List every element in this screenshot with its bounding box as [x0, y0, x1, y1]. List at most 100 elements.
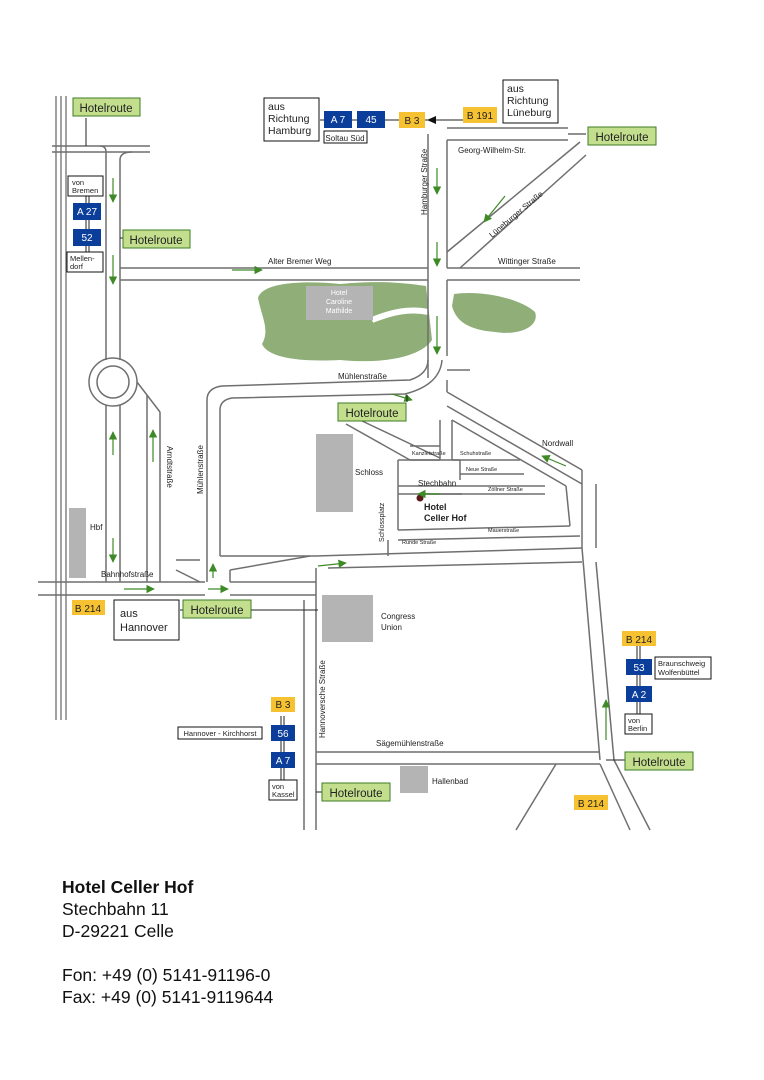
- svg-text:B 214: B 214: [626, 635, 653, 646]
- svg-text:Richtung: Richtung: [507, 95, 549, 107]
- hotel-phone: Fon: +49 (0) 5141-91196-0: [62, 965, 271, 985]
- svg-text:Mathilde: Mathilde: [326, 308, 353, 315]
- svg-text:Bremen: Bremen: [72, 186, 98, 195]
- svg-text:Runde Straße: Runde Straße: [402, 540, 436, 546]
- svg-text:Celler Hof: Celler Hof: [424, 513, 468, 523]
- hotel-fax: Fax: +49 (0) 5141-9119644: [62, 987, 274, 1007]
- svg-text:Hotelroute: Hotelroute: [329, 788, 382, 800]
- exit-53-shield: [626, 659, 652, 675]
- b214-west-shield: [72, 600, 105, 615]
- svg-text:B 191: B 191: [467, 111, 494, 122]
- svg-text:Mellen-: Mellen-: [70, 254, 95, 263]
- svg-text:Hannover - Kirchhorst: Hannover - Kirchhorst: [184, 729, 258, 738]
- hbf-building: [69, 508, 86, 578]
- svg-text:Braunschweig: Braunschweig: [658, 659, 705, 668]
- svg-text:Zöllner Straße: Zöllner Straße: [488, 487, 523, 493]
- svg-text:Hotel: Hotel: [331, 290, 348, 297]
- hotelroute-badge: Hotelroute: [337, 402, 407, 422]
- a2-shield: [626, 686, 652, 702]
- exit-52-shield: [73, 229, 101, 246]
- svg-text:Lüneburg: Lüneburg: [507, 107, 552, 119]
- place-labels: Hotel Caroline Mathilde Schloss Hbf Hote…: [90, 290, 468, 786]
- svg-text:Schloss: Schloss: [355, 468, 383, 477]
- exit-56-shield: [271, 725, 295, 741]
- svg-text:Mauerstraße: Mauerstraße: [488, 528, 519, 534]
- svg-text:Hotelroute: Hotelroute: [129, 235, 182, 247]
- a27-shield: [73, 203, 101, 220]
- svg-text:aus: aus: [507, 83, 524, 95]
- hotel-street: Stechbahn 11: [62, 899, 169, 919]
- b191-shield: [463, 107, 497, 123]
- svg-text:dorf: dorf: [70, 262, 84, 271]
- svg-text:Schlossplatz: Schlossplatz: [379, 502, 386, 542]
- svg-text:Nordwall: Nordwall: [542, 439, 573, 448]
- hallenbad-building: [400, 766, 428, 793]
- svg-text:Hannoversche Straße: Hannoversche Straße: [318, 660, 327, 738]
- svg-text:Hannover: Hannover: [120, 622, 168, 634]
- svg-text:A 7: A 7: [276, 756, 291, 767]
- hotelroute-badge: Hotelroute: [587, 126, 657, 146]
- svg-text:Arndtstraße: Arndtstraße: [165, 446, 174, 488]
- svg-text:Congress: Congress: [381, 612, 415, 621]
- exit-45-shield: [357, 111, 385, 128]
- svg-text:Alter Bremer Weg: Alter Bremer Weg: [268, 257, 331, 266]
- svg-text:Lüneburger Straße: Lüneburger Straße: [488, 189, 546, 239]
- a7-shield: [324, 111, 352, 128]
- svg-text:Georg-Wilhelm-Str.: Georg-Wilhelm-Str.: [458, 146, 526, 155]
- svg-text:Bahnhofstraße: Bahnhofstraße: [101, 570, 154, 579]
- svg-text:56: 56: [277, 729, 289, 740]
- congress-union-building: [322, 595, 373, 642]
- svg-text:A 7: A 7: [331, 115, 346, 126]
- svg-text:Hamburger Straße: Hamburger Straße: [420, 148, 429, 215]
- origin-hannover: aus Hannover: [113, 599, 180, 641]
- svg-text:52: 52: [81, 233, 93, 244]
- svg-text:B 3: B 3: [275, 700, 290, 711]
- hotel-address: Hotel Celler Hof Stechbahn 11 D-29221 Ce…: [62, 876, 273, 1008]
- b214-east-shield: [622, 631, 656, 646]
- hotel-name: Hotel Celler Hof: [62, 877, 194, 897]
- svg-text:B 214: B 214: [75, 604, 102, 615]
- hotelroute-badges: Hotelroute Hotelroute Hotelroute Hotelro…: [72, 97, 694, 802]
- svg-text:Wolfenbüttel: Wolfenbüttel: [658, 668, 700, 677]
- svg-text:Hamburg: Hamburg: [268, 125, 311, 137]
- svg-text:Hotelroute: Hotelroute: [79, 103, 132, 115]
- svg-text:Hotelroute: Hotelroute: [632, 757, 685, 769]
- hotelroute-badge: Hotelroute: [122, 229, 191, 249]
- route-arrows: [108, 168, 611, 740]
- svg-text:von: von: [272, 782, 284, 791]
- schloss-building: [316, 434, 353, 512]
- b3-south-shield: [271, 697, 295, 712]
- hotelroute-badge: Hotelroute: [182, 599, 252, 619]
- railway: [55, 96, 67, 720]
- hotelroute-badge: Hotelroute: [72, 97, 141, 117]
- svg-text:Mühlenstraße: Mühlenstraße: [338, 372, 387, 381]
- hotel-caroline-building: [306, 286, 373, 320]
- origin-lueneburg: aus Richtung Lüneburg: [502, 79, 559, 124]
- svg-text:Mühlenstraße: Mühlenstraße: [196, 445, 205, 494]
- hotel-city: D-29221 Celle: [62, 921, 174, 941]
- svg-text:53: 53: [633, 663, 645, 674]
- svg-text:B 3: B 3: [404, 116, 419, 127]
- svg-text:A 2: A 2: [632, 690, 647, 701]
- svg-text:Caroline: Caroline: [326, 299, 352, 306]
- road-network: [38, 127, 651, 831]
- svg-text:von: von: [628, 716, 640, 725]
- b214-south-shield: [574, 795, 608, 810]
- svg-text:Hallenbad: Hallenbad: [432, 777, 468, 786]
- city-map: Hotelroute Hotelroute Hotelroute Hotelro…: [38, 79, 712, 831]
- svg-text:aus: aus: [120, 608, 138, 620]
- park: [258, 282, 536, 362]
- svg-text:Kassel: Kassel: [272, 790, 295, 799]
- svg-text:aus: aus: [268, 101, 285, 113]
- svg-text:Neue Straße: Neue Straße: [466, 467, 497, 473]
- svg-text:Soltau Süd: Soltau Süd: [325, 134, 364, 143]
- hotel-marker: [416, 494, 424, 502]
- route-shields: A 7 45 Soltau Süd B 3 B 191 von Bremen A…: [66, 107, 712, 810]
- hotelroute-badge: Hotelroute: [624, 751, 694, 771]
- svg-text:von: von: [72, 178, 84, 187]
- hotelroute-badge: Hotelroute: [321, 782, 391, 802]
- svg-text:Kanzleistraße: Kanzleistraße: [412, 451, 446, 457]
- svg-text:Hotel: Hotel: [424, 502, 447, 512]
- svg-text:Richtung: Richtung: [268, 113, 310, 125]
- svg-text:Hbf: Hbf: [90, 523, 103, 532]
